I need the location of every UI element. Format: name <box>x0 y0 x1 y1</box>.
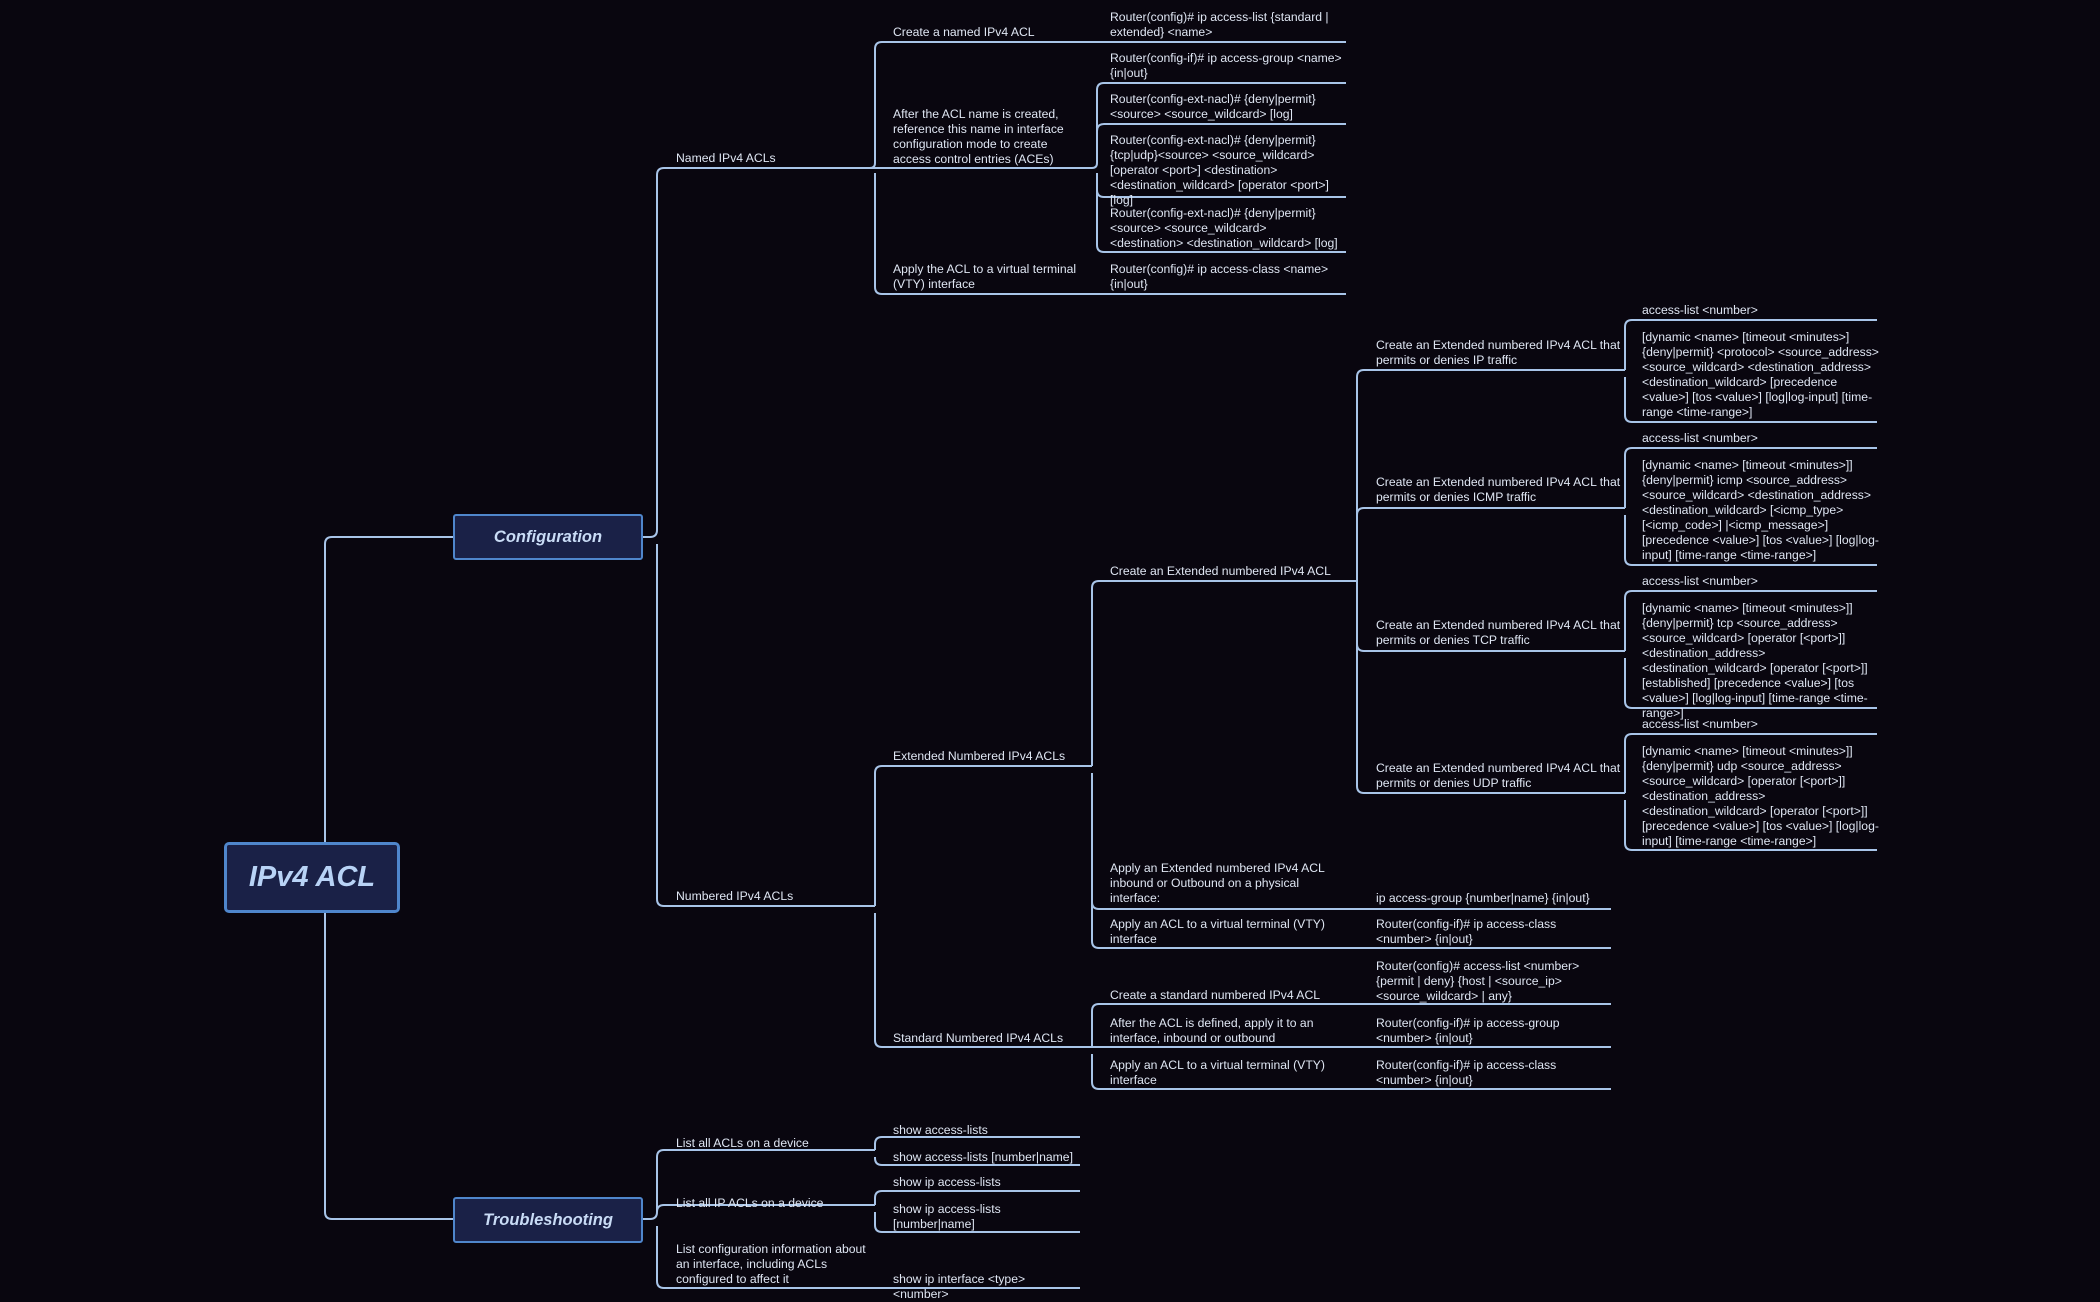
ext-apply-cmd: ip access-group {number|name} {in|out} <box>1376 891 1590 905</box>
ts-cmd-show-ip-access-lists-number: show ip access-lists [number|name] <box>893 1202 1001 1231</box>
create-extended-node[interactable]: Create an Extended numbered IPv4 ACL <box>1110 564 1331 578</box>
ext-tcp-prefix: access-list <number> <box>1642 574 1758 588</box>
ts-cmd-show-ip-interface: show ip interface <type> <number> <box>893 1272 1026 1301</box>
reference-cmd-3: Router(config-ext-nacl)# {deny|permit} {… <box>1110 133 1329 207</box>
numbered-acls-node[interactable]: Numbered IPv4 ACLs <box>676 889 794 903</box>
ts-cmd-show-access-lists: show access-lists <box>893 1123 988 1137</box>
ext-icmp-syntax: [dynamic <name> [timeout <minutes>]]{den… <box>1642 458 1879 562</box>
ts-interface-node[interactable]: List configuration information about an … <box>676 1242 866 1286</box>
ext-udp-prefix: access-list <number> <box>1642 717 1758 731</box>
ext-ip-prefix: access-list <number> <box>1642 303 1758 317</box>
ext-tcp-syntax: [dynamic <name> [timeout <minutes>]]{den… <box>1642 601 1868 720</box>
ext-udp-variant-node[interactable]: Create an Extended numbered IPv4 ACL tha… <box>1376 761 1621 790</box>
ext-tcp-variant-node[interactable]: Create an Extended numbered IPv4 ACL tha… <box>1376 618 1621 647</box>
named-vty-node[interactable]: Apply the ACL to a virtual terminal (VTY… <box>893 262 1077 291</box>
ext-ip-variant-node[interactable]: Create an Extended numbered IPv4 ACL tha… <box>1376 338 1621 367</box>
ext-apply-node[interactable]: Apply an Extended numbered IPv4 ACL inbo… <box>1110 861 1325 905</box>
reference-acl-node[interactable]: After the ACL name is created, reference… <box>893 107 1064 166</box>
std-apply-cmd: Router(config-if)# ip access-group <numb… <box>1376 1016 1560 1045</box>
configuration-node[interactable]: Configuration <box>453 514 643 560</box>
ts-list-all-node[interactable]: List all ACLs on a device <box>676 1136 809 1150</box>
std-create-cmd: Router(config)# access-list <number> {pe… <box>1376 959 1580 1003</box>
ext-vty-node[interactable]: Apply an ACL to a virtual terminal (VTY)… <box>1110 917 1325 946</box>
reference-cmd-1: Router(config-if)# ip access-group <name… <box>1110 51 1342 80</box>
create-named-acl-node[interactable]: Create a named IPv4 ACL <box>893 25 1035 39</box>
ext-vty-cmd: Router(config-if)# ip access-class <numb… <box>1376 917 1557 946</box>
std-vty-node[interactable]: Apply an ACL to a virtual terminal (VTY)… <box>1110 1058 1325 1087</box>
ext-udp-syntax: [dynamic <name> [timeout <minutes>]]{den… <box>1642 744 1879 848</box>
create-named-acl-cmd: Router(config)# ip access-list {standard… <box>1110 10 1329 39</box>
root-node[interactable]: IPv4 ACL <box>224 842 400 913</box>
std-create-node[interactable]: Create a standard numbered IPv4 ACL <box>1110 988 1321 1002</box>
named-vty-cmd: Router(config)# ip access-class <name> {… <box>1110 262 1329 291</box>
named-acls-node[interactable]: Named IPv4 ACLs <box>676 151 776 165</box>
ext-icmp-prefix: access-list <number> <box>1642 431 1758 445</box>
ts-list-ip-node[interactable]: List all IP ACLs on a device <box>676 1196 824 1210</box>
ext-ip-syntax: [dynamic <name> [timeout <minutes>]{deny… <box>1642 330 1879 419</box>
ext-icmp-variant-node[interactable]: Create an Extended numbered IPv4 ACL tha… <box>1376 475 1621 504</box>
ts-cmd-show-ip-access-lists: show ip access-lists <box>893 1175 1001 1189</box>
std-vty-cmd: Router(config-if)# ip access-class <numb… <box>1376 1058 1557 1087</box>
extended-numbered-node[interactable]: Extended Numbered IPv4 ACLs <box>893 749 1066 763</box>
ts-cmd-show-access-lists-number: show access-lists [number|name] <box>893 1150 1073 1164</box>
troubleshooting-node[interactable]: Troubleshooting <box>453 1197 643 1243</box>
std-apply-node[interactable]: After the ACL is defined, apply it to an… <box>1110 1016 1314 1045</box>
standard-numbered-node[interactable]: Standard Numbered IPv4 ACLs <box>893 1031 1064 1045</box>
reference-cmd-4: Router(config-ext-nacl)# {deny|permit} <… <box>1110 206 1338 250</box>
reference-cmd-2: Router(config-ext-nacl)# {deny|permit} <… <box>1110 92 1316 121</box>
